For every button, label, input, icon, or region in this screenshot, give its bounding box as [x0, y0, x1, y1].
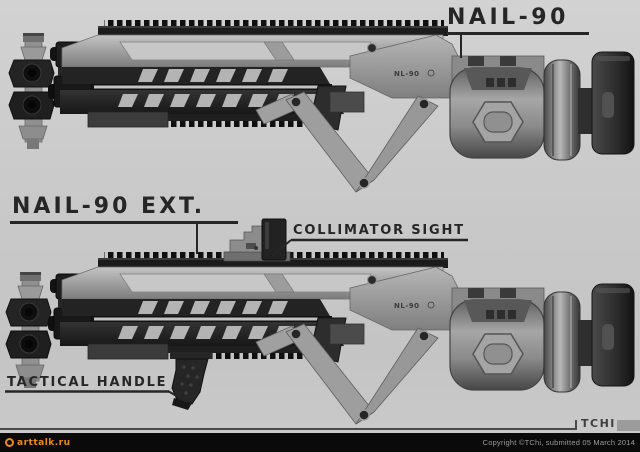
copyright-text: Copyright ©TChi, submitted 05 March 2014 — [482, 438, 635, 447]
collimator-sight-label: COLLIMATOR SIGHT — [293, 223, 465, 238]
footer-bar: arttalk.ru Copyright ©TChi, submitted 05… — [0, 433, 640, 452]
watermark-text: arttalk.ru — [17, 437, 71, 448]
gun2-title-label: NAIL-90 EXT. — [12, 194, 206, 219]
watermark-logo: arttalk.ru — [5, 438, 71, 448]
front-view-thumbnail — [8, 33, 55, 149]
gun-ext-side-view — [48, 252, 634, 424]
tactical-handle-label: TACTICAL HANDLE — [7, 375, 168, 390]
front-view-thumbnail-ext — [5, 271, 52, 389]
footer-rule — [0, 428, 577, 430]
footer-rule-tick — [575, 420, 577, 430]
receiver-marking: NL-90 — [394, 70, 419, 78]
artist-signature: TCHI — [581, 417, 616, 430]
gun1-title-label: NAIL-90 — [447, 5, 569, 30]
artist-tag-box — [617, 420, 640, 431]
tactical-handle — [170, 352, 212, 410]
annotation-leader-lines — [5, 32, 589, 403]
watermark-logo-icon — [5, 438, 14, 447]
gun-side-view: NL-90 — [48, 20, 635, 193]
collimator-sight — [223, 218, 291, 262]
